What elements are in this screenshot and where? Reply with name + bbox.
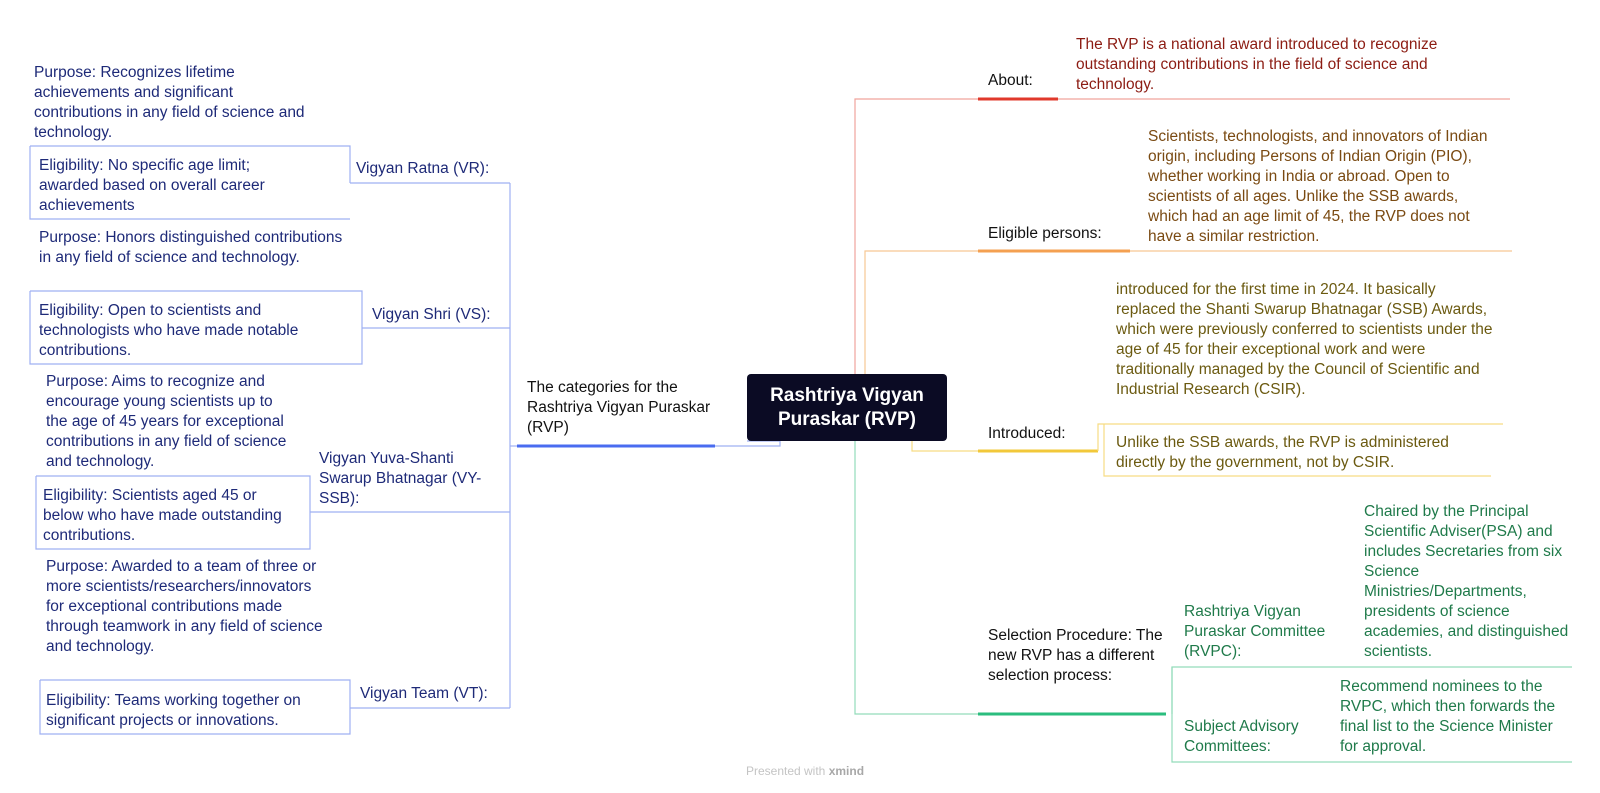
about-text: The RVP is a national award introduced t… [1076,36,1438,93]
connector-selection [854,441,978,715]
footer-prefix: Presented with [745,764,829,778]
topic-rvpc[interactable]: Rashtriya Vigyan Puraskar Committee (RVP… [1184,603,1326,660]
category-vigyan-ratna[interactable]: Vigyan Ratna (VR): [356,160,490,177]
left-main-topic[interactable]: The categories for the Rashtriya Vigyan … [527,379,711,436]
vr-purpose: Purpose: Recognizes lifetime achievement… [34,64,305,141]
connector-eligible [864,250,978,374]
connector-central-left [715,440,781,447]
vyssb-eligibility: Eligibility: Scientists aged 45 or below… [43,487,282,544]
connector-about [854,98,978,374]
introduced-text-2: Unlike the SSB awards, the RVP is admini… [1116,434,1449,471]
vr-eligibility: Eligibility: No specific age limit; awar… [39,157,265,214]
category-vigyan-team[interactable]: Vigyan Team (VT): [360,685,488,702]
topic-subject-advisory[interactable]: Subject Advisory Committees: [1184,718,1299,755]
topic-selection-procedure[interactable]: Selection Procedure: The new RVP has a d… [988,627,1163,684]
central-topic[interactable]: Rashtriya Vigyan Puraskar (RVP) [747,374,947,441]
vs-purpose: Purpose: Honors distinguished contributi… [39,229,343,266]
vt-purpose: Purpose: Awarded to a team of three or m… [46,558,323,655]
category-vigyan-yuva-ssb[interactable]: Vigyan Yuva-Shanti Swarup Bhatnagar (VY-… [319,450,482,507]
topic-introduced[interactable]: Introduced: [988,425,1066,442]
vt-eligibility: Eligibility: Teams working together on s… [46,692,301,729]
introduced-text-1: introduced for the first time in 2024. I… [1116,281,1493,398]
category-vigyan-shri[interactable]: Vigyan Shri (VS): [372,306,491,323]
topic-eligible-persons[interactable]: Eligible persons: [988,225,1102,242]
footer-brand: xmind [828,764,865,778]
vs-eligibility: Eligibility: Open to scientists and tech… [39,302,299,359]
rvpc-text: Chaired by the Principal Scientific Advi… [1364,503,1569,660]
connector-introduced [911,441,978,452]
vyssb-purpose: Purpose: Aims to recognize and encourage… [46,373,287,470]
sac-text: Recommend nominees to the RVPC, which th… [1340,678,1556,755]
footer-credit: Presented with xmind [735,764,875,778]
topic-about[interactable]: About: [988,72,1033,89]
eligible-text: Scientists, technologists, and innovator… [1148,128,1488,245]
